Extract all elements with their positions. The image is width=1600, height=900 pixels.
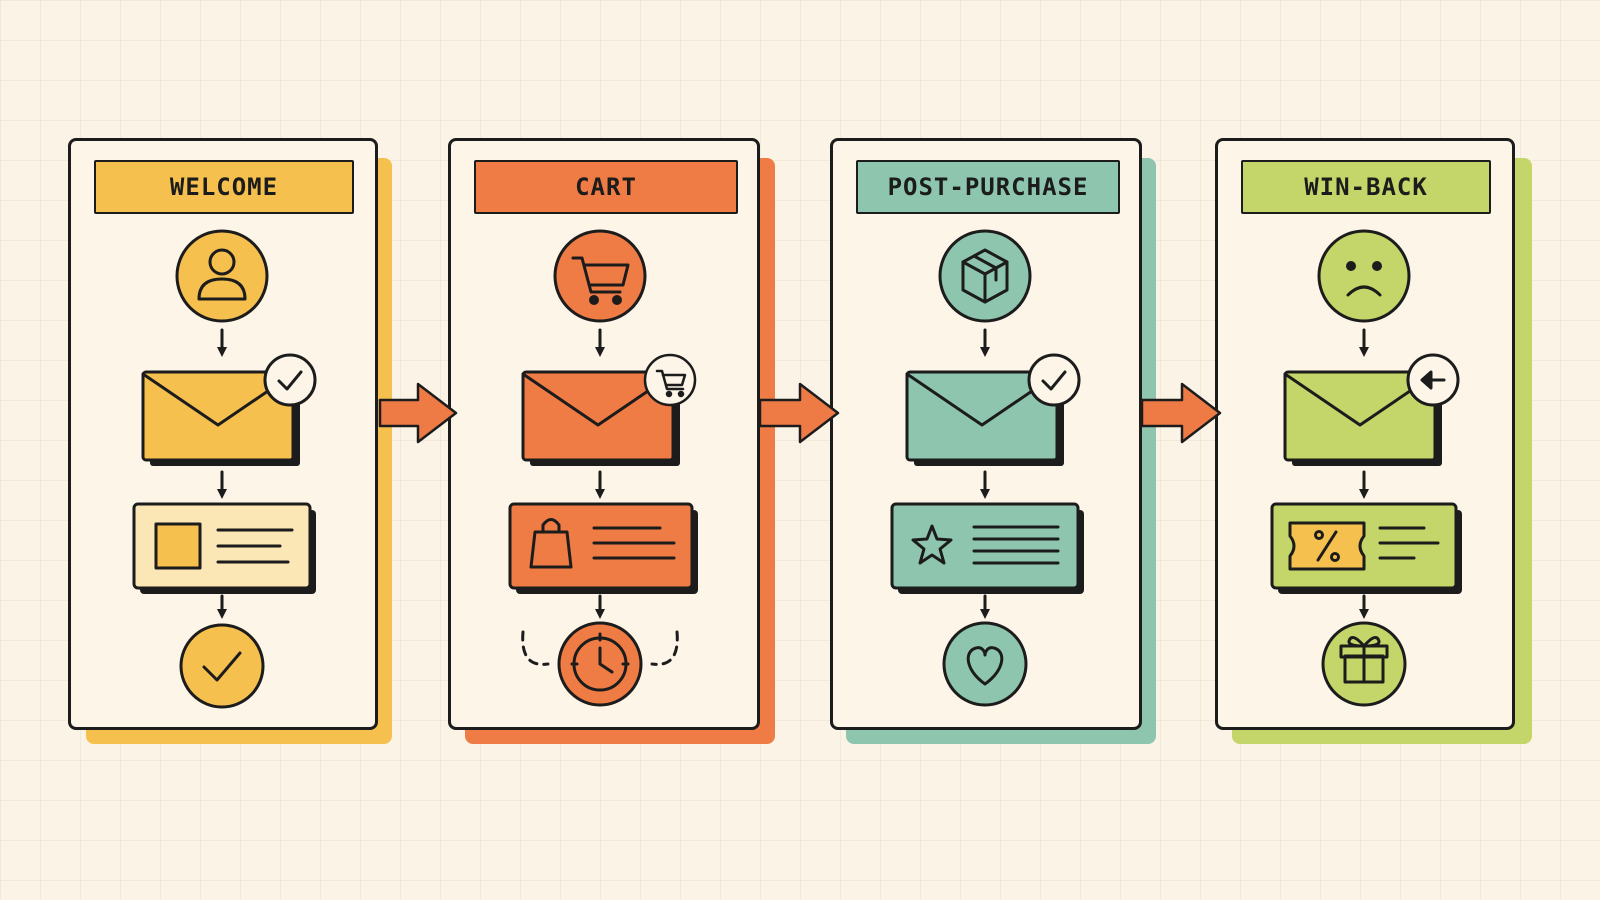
connector-arrow-2 xyxy=(758,382,840,444)
check-icon xyxy=(1027,353,1081,407)
stage-title-win-back: WIN-BACK xyxy=(1241,160,1491,214)
shopping-cart-icon xyxy=(553,229,647,323)
stage-title-cart: CART xyxy=(474,160,738,214)
email-envelope-icon xyxy=(521,370,680,466)
package-icon xyxy=(938,229,1032,323)
content-card xyxy=(1270,502,1462,594)
email-envelope-icon xyxy=(1283,370,1442,466)
content-card xyxy=(508,502,698,594)
arrow-left-icon xyxy=(1406,353,1460,407)
stage-title-post-purchase: POST-PURCHASE xyxy=(856,160,1120,214)
timer-icon xyxy=(521,621,679,707)
win-back-flow xyxy=(1270,229,1462,707)
cart-flow xyxy=(508,229,698,707)
image-placeholder-icon xyxy=(154,522,202,570)
connector-arrow-1 xyxy=(378,382,458,444)
post-purchase-flow xyxy=(890,229,1084,707)
star-icon xyxy=(911,524,953,565)
shopping-bag-icon xyxy=(529,518,573,569)
content-card xyxy=(132,502,316,594)
content-card xyxy=(890,502,1084,594)
email-envelope-icon xyxy=(141,370,300,466)
check-circle-icon xyxy=(179,623,265,709)
gift-icon xyxy=(1321,621,1407,707)
heart-icon xyxy=(942,621,1028,707)
sad-face-icon xyxy=(1317,229,1411,323)
connector-arrow-3 xyxy=(1140,382,1222,444)
stage-title-welcome: WELCOME xyxy=(94,160,354,214)
check-icon xyxy=(263,353,317,407)
welcome-flow xyxy=(132,229,317,709)
coupon-percent-icon xyxy=(1288,521,1366,571)
user-icon xyxy=(175,229,269,323)
shopping-cart-icon xyxy=(643,353,697,407)
